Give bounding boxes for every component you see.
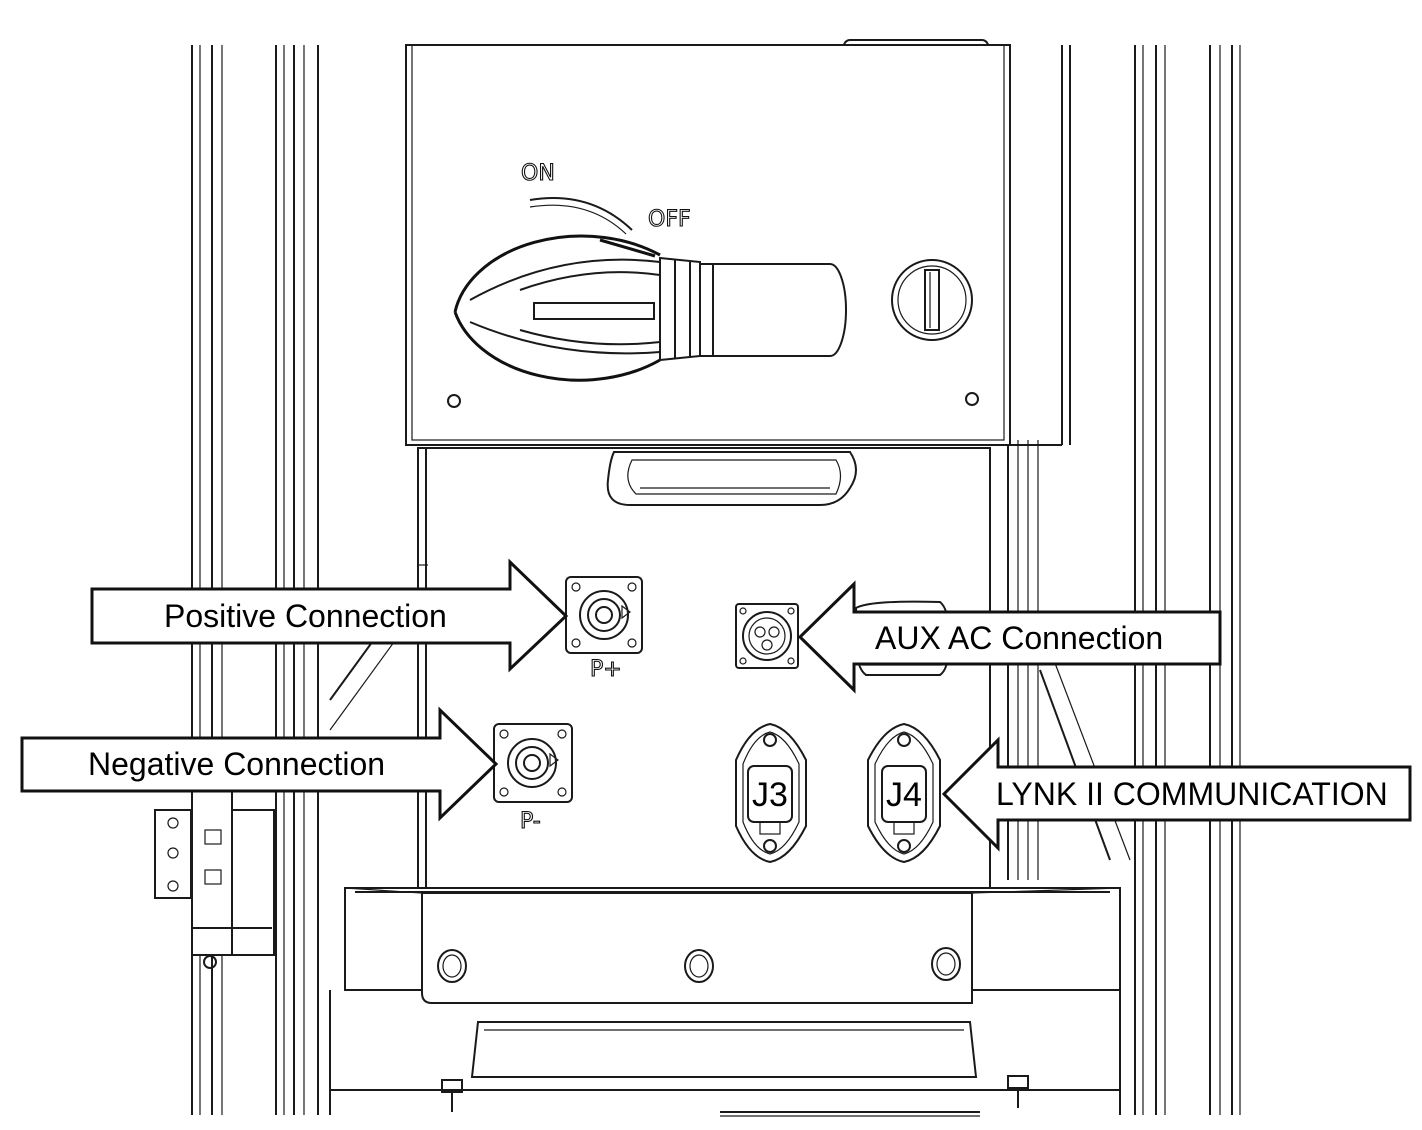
negative-callout-label: Negative Connection: [88, 746, 385, 782]
arrow-left-icon: [797, 580, 1222, 694]
bolt: [684, 949, 714, 983]
negative-marking: P-: [520, 809, 541, 834]
arrow-right-icon: [20, 706, 499, 822]
bolt: [931, 947, 961, 981]
rotary-disconnect-handle[interactable]: [453, 234, 847, 382]
bottom-bracket: [344, 887, 1121, 1112]
positive-marking: P+: [590, 657, 622, 682]
off-label: OFF: [648, 207, 691, 232]
on-label: ON: [521, 161, 555, 186]
lock-knob[interactable]: [891, 259, 973, 341]
j4-jack[interactable]: [867, 722, 941, 864]
door-hinge: [154, 789, 275, 969]
connector-plate: P+ P-: [417, 447, 991, 889]
j4-label: J4: [886, 776, 922, 814]
j3-label: J3: [752, 776, 788, 814]
lynk-callout-label: LYNK II COMMUNICATION: [996, 776, 1388, 812]
aux-ac-connector[interactable]: [735, 603, 799, 669]
positive-callout-label: Positive Connection: [164, 598, 447, 634]
arrow-right-icon: [90, 558, 569, 673]
plate-handle: [606, 451, 857, 506]
arrow-left-icon: [941, 736, 1412, 852]
callout-positive: Positive Connection: [90, 558, 569, 673]
j3-jack[interactable]: [735, 722, 807, 864]
callout-negative: Negative Connection: [20, 706, 499, 822]
nut: [441, 1079, 463, 1112]
bolt: [437, 949, 467, 983]
nut: [1007, 1075, 1029, 1108]
callout-lynk: LYNK II COMMUNICATION: [941, 736, 1412, 852]
disconnect-switch-panel: ON OFF: [405, 44, 1062, 446]
aux-ac-callout-label: AUX AC Connection: [875, 620, 1163, 656]
callout-aux-ac: AUX AC Connection: [797, 580, 1222, 694]
